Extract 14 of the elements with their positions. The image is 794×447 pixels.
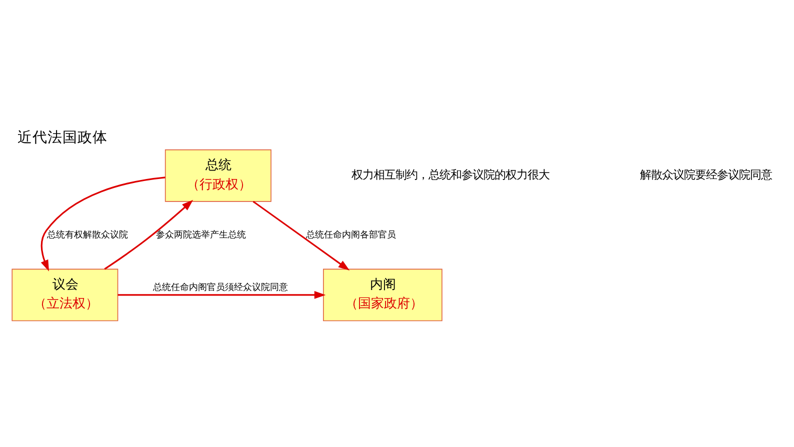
edge-label: 总统任命内阁各部官员 [306, 230, 396, 240]
node-box: 总统 （行政权） [164, 148, 272, 202]
edge-label: 总统任命内阁官员须经众议院同意 [153, 282, 288, 292]
node-box: 内阁 （国家政府） [323, 268, 442, 321]
node-box: 议会 （立法权） [12, 268, 118, 321]
arrow [252, 200, 350, 270]
label: 解散众议院要经参议院同意 [640, 168, 772, 182]
arrow [40, 176, 166, 271]
diagram-title: 近代法国政体 [18, 130, 108, 146]
label: 权力相互制约，总统和参议院的权力很大 [351, 168, 550, 182]
arrow [118, 290, 326, 298]
edge-label: 参众两院选举产生总统 [156, 230, 246, 240]
edge-label: 总统有权解散众议院 [47, 230, 128, 240]
arrow [104, 199, 194, 270]
